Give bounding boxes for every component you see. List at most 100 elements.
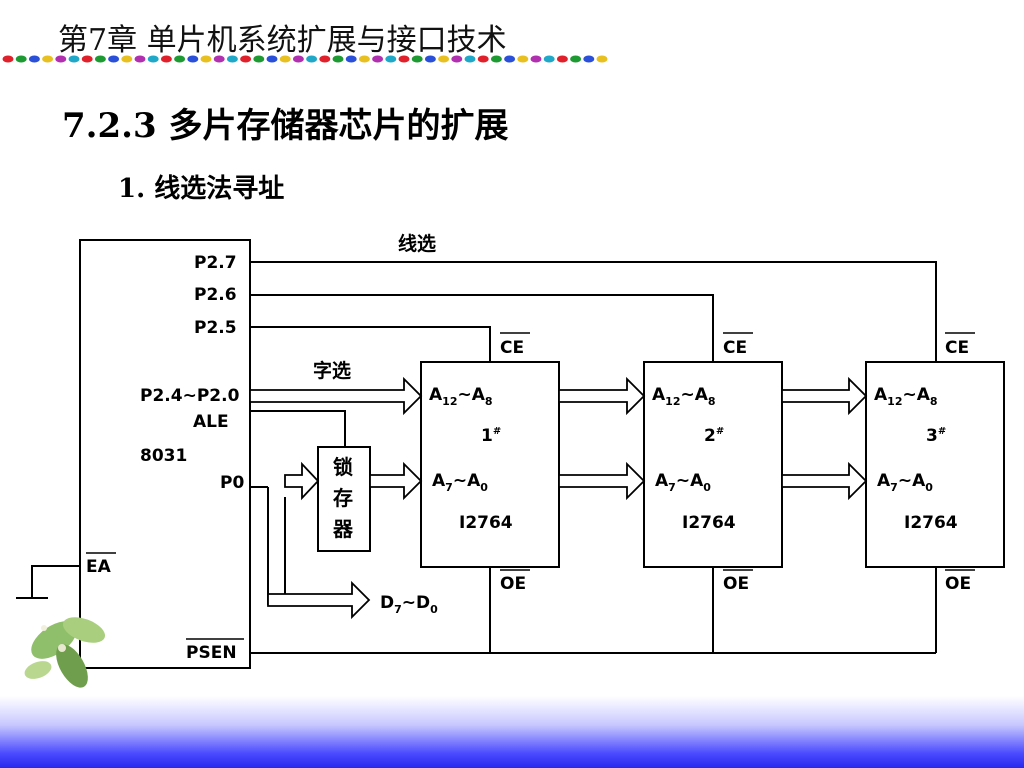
- decorative-dot: [68, 55, 80, 63]
- decorative-dot: [398, 55, 410, 63]
- chip-2-model: I2764: [682, 513, 736, 533]
- chip-1-number: 1#: [481, 426, 501, 446]
- decorative-dot: [504, 55, 516, 63]
- decorative-dot: [174, 55, 186, 63]
- section-subtitle: 1. 线选法寻址: [118, 174, 285, 204]
- ale-line: [250, 410, 346, 447]
- decorative-dot: [596, 55, 608, 63]
- chip-2-ce-label: CE: [723, 338, 747, 358]
- latch-block: [317, 446, 371, 552]
- chip-1-model: I2764: [459, 513, 513, 533]
- decorative-dot: [372, 55, 384, 63]
- chip-3-model: I2764: [904, 513, 958, 533]
- bottom-gradient-bar: [0, 696, 1024, 768]
- decorative-dot: [292, 55, 304, 63]
- decorative-dot: [438, 55, 450, 63]
- decorative-dot: [332, 55, 344, 63]
- decorative-dot: [200, 55, 212, 63]
- decorative-dot: [240, 55, 252, 63]
- word-select-label: 字选: [313, 359, 351, 382]
- chip-3-labels: CE A12~A8 3# A7~A0 I2764 OE: [874, 332, 975, 594]
- decorative-dot: [385, 55, 397, 63]
- decorative-dot: [345, 55, 357, 63]
- p26-line: [250, 294, 714, 362]
- decorative-dot: [306, 55, 318, 63]
- data-bus-label: D7~D0: [380, 593, 438, 616]
- bus-arrow-p2-chip1: [249, 376, 423, 416]
- decorative-dot: [42, 55, 54, 63]
- chip-1-ce-label: CE: [500, 338, 524, 358]
- decorative-dot: [160, 55, 172, 63]
- bus-arrow-low-2-3: [781, 461, 868, 501]
- decorative-dot: [187, 55, 199, 63]
- cpu-name-label: 8031: [140, 446, 187, 466]
- decorative-dot: [464, 55, 476, 63]
- decorative-dot: [490, 55, 502, 63]
- decorative-dot: [147, 55, 159, 63]
- leaf-decoration: [24, 617, 106, 688]
- line-select-label: 线选: [398, 232, 436, 255]
- decorative-dot: [226, 55, 238, 63]
- decorative-dot: [266, 55, 278, 63]
- pin-p0-label: P0: [220, 473, 244, 493]
- decorative-dot: [2, 55, 14, 63]
- latch-label-1: 锁: [333, 455, 353, 479]
- decorative-dot: [81, 55, 93, 63]
- decorative-dot: [134, 55, 146, 63]
- decorative-dot: [543, 55, 555, 63]
- bus-arrow-p0-latch: [284, 461, 320, 501]
- chapter-title: 第7章 单片机系统扩展与接口技术: [58, 23, 507, 58]
- chip-3-number: 3#: [926, 426, 946, 446]
- decorative-dot: [583, 55, 595, 63]
- pin-ea-label: EA: [86, 557, 112, 577]
- decorative-dot: [570, 55, 582, 63]
- chip-2-labels: CE A12~A8 2# A7~A0 I2764 OE: [652, 332, 753, 594]
- decorative-dot: [411, 55, 423, 63]
- decorative-dot: [358, 55, 370, 63]
- decorative-dot: [121, 55, 133, 63]
- decorative-dot: [451, 55, 463, 63]
- chip-1-addr-high: A12~A8: [429, 385, 493, 408]
- chip-3-ce-label: CE: [945, 338, 969, 358]
- decorative-dot: [477, 55, 489, 63]
- section-title: 7.2.3 多片存储器芯片的扩展: [62, 106, 509, 146]
- decorative-dot-row: [2, 55, 608, 63]
- chip-3-addr-low: A7~A0: [877, 471, 933, 494]
- decorative-dot: [517, 55, 529, 63]
- chip-3-addr-high: A12~A8: [874, 385, 938, 408]
- decorative-dot: [108, 55, 120, 63]
- chip-2-number: 2#: [704, 426, 724, 446]
- bus-arrow-data: [267, 580, 371, 620]
- bus-arrow-latch-chip1: [369, 461, 423, 501]
- chip-1-labels: CE A12~A8 1# A7~A0 I2764 OE: [429, 332, 530, 594]
- memory-expansion-diagram: P2.7 P2.6 P2.5 P2.4~P2.0 ALE 8031 P0 EA …: [16, 232, 1005, 669]
- chip-1-addr-low: A7~A0: [432, 471, 488, 494]
- chip-2-addr-low: A7~A0: [655, 471, 711, 494]
- bus-arrow-high-1-2: [558, 376, 646, 416]
- ea-ground: [31, 565, 80, 597]
- decorative-dot: [253, 55, 265, 63]
- pin-p27-label: P2.7: [194, 253, 237, 273]
- decorative-dot: [28, 55, 40, 63]
- pin-psen-label: PSEN: [186, 643, 237, 663]
- chip-3-oe-label: OE: [945, 574, 971, 594]
- chip-2-addr-high: A12~A8: [652, 385, 716, 408]
- p27-line: [250, 261, 937, 362]
- decorative-dot: [55, 55, 67, 63]
- chip-2-oe-label: OE: [723, 574, 749, 594]
- decorative-dot: [556, 55, 568, 63]
- pin-p25-label: P2.5: [194, 318, 237, 338]
- decorative-dot: [213, 55, 225, 63]
- decorative-dot: [15, 55, 27, 63]
- decorative-dot: [94, 55, 106, 63]
- pin-ale-label: ALE: [193, 412, 229, 432]
- p25-line: [250, 326, 491, 362]
- decorative-dot: [424, 55, 436, 63]
- bus-arrow-low-1-2: [558, 461, 646, 501]
- chip-1-oe-label: OE: [500, 574, 526, 594]
- cpu-block: [79, 239, 251, 669]
- latch-label-2: 存: [333, 486, 353, 510]
- latch-label-3: 器: [332, 517, 354, 541]
- decorative-dot: [319, 55, 331, 63]
- decorative-dot: [530, 55, 542, 63]
